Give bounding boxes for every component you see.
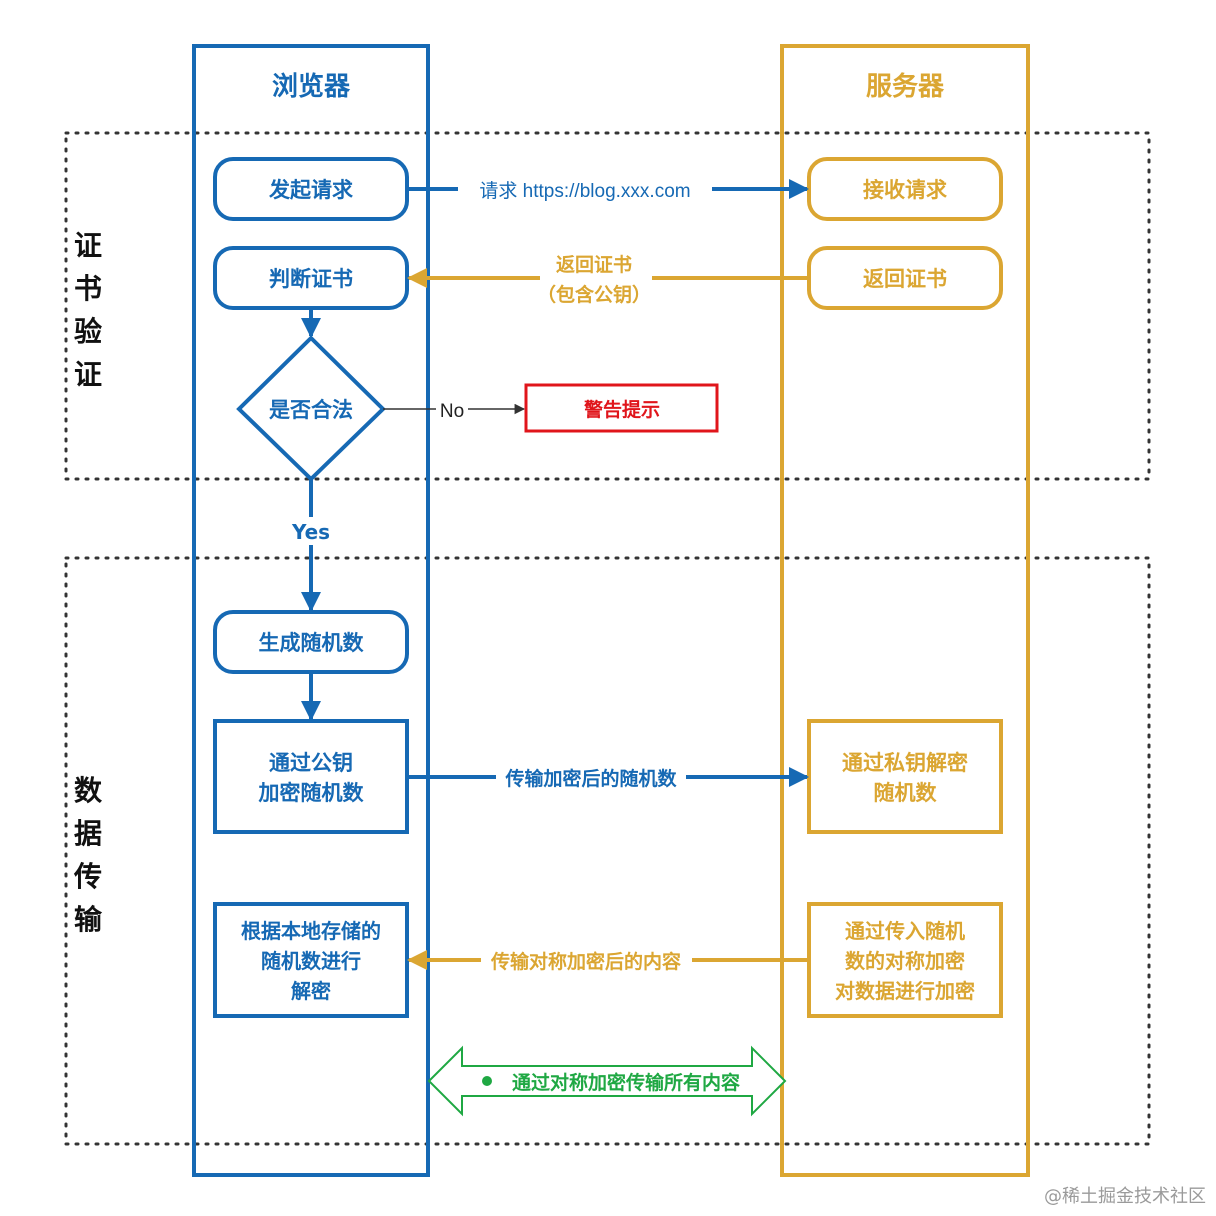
send-content-label-bg — [481, 947, 692, 973]
decrypt-node — [213, 902, 409, 1018]
return-cert-arrow-label2: （包含公钥） — [537, 283, 651, 306]
symmetric-transfer-arrow — [427, 1045, 787, 1117]
data-section-label: 数据传输 — [73, 774, 103, 936]
privkey-decrypt-node — [807, 719, 1003, 834]
decrypt-line1: 根据本地存储的 — [241, 919, 381, 943]
encrypt-random-line2: 加密随机数 — [258, 781, 365, 805]
watermark: @稀土掘金技术社区 — [1044, 1186, 1206, 1207]
warning-node — [524, 383, 719, 433]
request-arrow-label: 请求 https://blog.xxx.com — [479, 180, 690, 202]
return-cert-label: 返回证书 — [863, 267, 947, 291]
server-lane-title: 服务器 — [866, 72, 945, 102]
sym-encrypt-line1: 通过传入随机 — [845, 919, 965, 943]
data-section-frame — [64, 556, 1151, 1146]
decrypt-line2: 随机数进行 — [261, 949, 361, 973]
no-label: No — [440, 401, 464, 422]
no-label-bg — [436, 398, 468, 422]
sym-encrypt-line2: 数的对称加密 — [845, 949, 965, 973]
cert-section-label: 证书验证 — [74, 229, 102, 391]
yes-label-bg — [288, 517, 334, 545]
send-request-label: 发起请求 — [268, 178, 353, 202]
browser-lane — [192, 44, 430, 1177]
privkey-decrypt-line2: 随机数 — [874, 781, 938, 805]
warning-label: 警告提示 — [584, 398, 660, 421]
send-random-label: 传输加密后的随机数 — [504, 767, 677, 790]
sym-encrypt-line3: 对数据进行加密 — [835, 979, 975, 1003]
request-label-bg — [458, 176, 712, 204]
symmetric-transfer-label: 通过对称加密传输所有内容 — [512, 1071, 740, 1094]
return-cert-label-bg — [540, 253, 652, 305]
send-content-label: 传输对称加密后的内容 — [490, 950, 681, 973]
encrypt-random-node — [213, 719, 409, 834]
server-lane — [780, 44, 1030, 1177]
receive-request-label: 接收请求 — [863, 178, 947, 202]
privkey-decrypt-line1: 通过私钥解密 — [842, 751, 968, 775]
sym-encrypt-node — [807, 902, 1003, 1018]
check-cert-label: 判断证书 — [269, 267, 353, 291]
encrypt-random-line1: 通过公钥 — [269, 751, 353, 775]
gen-random-label: 生成随机数 — [259, 631, 365, 655]
receive-request-node — [807, 157, 1003, 221]
is-valid-label: 是否合法 — [269, 398, 353, 422]
cert-section-frame — [64, 131, 1151, 481]
send-random-label-bg — [496, 764, 686, 790]
decrypt-line3: 解密 — [291, 979, 331, 1003]
bullet-dot-icon — [482, 1076, 492, 1086]
return-cert-arrow-label1: 返回证书 — [556, 254, 632, 276]
yes-label: Yes — [291, 520, 330, 544]
browser-lane-title: 浏览器 — [272, 72, 351, 102]
